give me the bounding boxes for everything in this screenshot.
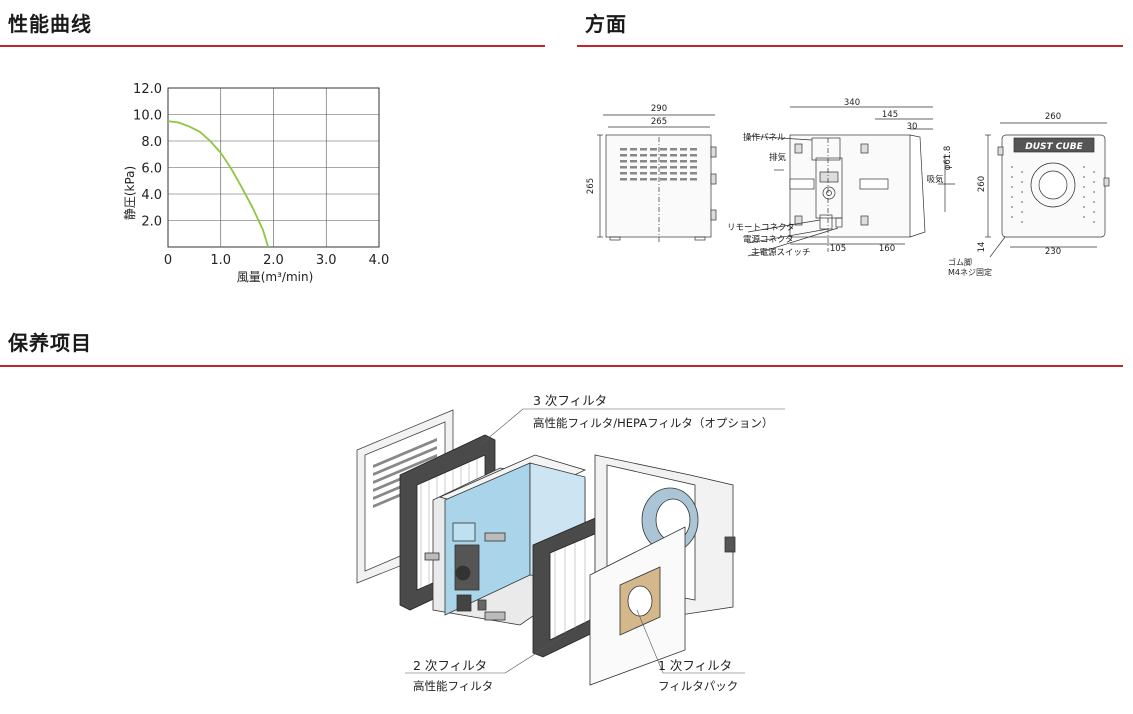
callout-first-sub: フィルタパック bbox=[658, 679, 738, 693]
callout-third-sub: 高性能フィルタ/HEPAフィルタ（オプション） bbox=[533, 416, 773, 430]
filter-exploded-view: 3 次フィルタ 高性能フィルタ/HEPAフィルタ（オプション） 2 次フィルタ … bbox=[356, 393, 785, 693]
chart-ytick-label: 8.0 bbox=[141, 135, 162, 150]
chart-ytick-label: 2.0 bbox=[141, 215, 162, 230]
performance-chart: 0 1.0 2.0 3.0 4.0 2.0 4.0 6.0 8.0 10.0 12.0 風量(m³/… bbox=[123, 82, 389, 284]
section-title-performance: 性能曲线 bbox=[8, 12, 92, 36]
dim-30: 30 bbox=[907, 122, 918, 132]
callout-third-title: 3 次フィルタ bbox=[533, 393, 607, 408]
chart-xtick-label: 4.0 bbox=[369, 253, 390, 268]
section-rule-performance bbox=[0, 45, 545, 47]
logo-dust-cube: DUST CUBE bbox=[1025, 142, 1083, 152]
callout-second-sub: 高性能フィルタ bbox=[413, 679, 493, 693]
dimension-drawing: 290 265 265 340 145 30 φ61.8 吸気 操作パネル bbox=[586, 98, 1110, 277]
dim-260-width: 260 bbox=[1045, 112, 1061, 122]
chart-xtick-label: 1.0 bbox=[210, 253, 231, 268]
label-power-conn: 電源コネクタ bbox=[743, 235, 794, 245]
chart-xlabel: 風量(m³/min) bbox=[237, 270, 314, 284]
dim-160: 160 bbox=[879, 244, 895, 254]
chart-ytick-label: 4.0 bbox=[141, 188, 162, 203]
section-rule-dimensions bbox=[577, 45, 1123, 47]
dim-145: 145 bbox=[882, 110, 898, 120]
chart-xtick-label: 0 bbox=[164, 253, 172, 268]
dim-290: 290 bbox=[651, 104, 667, 114]
chart-ytick-label: 6.0 bbox=[141, 162, 162, 177]
chart-xtick-label: 2.0 bbox=[263, 253, 284, 268]
callout-first-title: 1 次フィルタ bbox=[658, 658, 732, 673]
section-rule-maintenance bbox=[0, 365, 1123, 367]
dim-phi61: φ61.8 bbox=[943, 146, 953, 171]
label-intake: 吸気 bbox=[926, 174, 944, 185]
dim-105: 105 bbox=[830, 244, 846, 254]
dim-340: 340 bbox=[844, 98, 860, 108]
section-title-maintenance: 保养项目 bbox=[8, 331, 92, 355]
chart-ytick-label: 10.0 bbox=[133, 109, 162, 124]
chart-xtick-label: 3.0 bbox=[316, 253, 337, 268]
label-rubber-foot: ゴム脚 bbox=[948, 257, 972, 267]
label-exhaust: 排気 bbox=[769, 152, 787, 163]
chart-ytick-label: 12.0 bbox=[133, 82, 162, 97]
label-screw: M4ネジ固定 bbox=[948, 267, 992, 277]
dim-265-width: 265 bbox=[651, 117, 667, 127]
section-title-dimensions: 方面 bbox=[585, 12, 627, 36]
dim-14: 14 bbox=[977, 242, 987, 253]
label-panel: 操作パネル bbox=[743, 132, 786, 143]
dim-230: 230 bbox=[1045, 247, 1061, 257]
dim-265-height: 265 bbox=[586, 178, 596, 194]
callout-second-title: 2 次フィルタ bbox=[413, 658, 487, 673]
label-main-switch: 主電源スイッチ bbox=[751, 247, 811, 258]
chart-grid bbox=[167, 87, 380, 248]
dim-260-height: 260 bbox=[977, 176, 987, 192]
chart-ticks: 0 1.0 2.0 3.0 4.0 2.0 4.0 6.0 8.0 10.0 12.0 bbox=[133, 82, 389, 268]
label-remote: リモートコネクタ bbox=[727, 223, 795, 233]
chart-ylabel: 静圧(kPa) bbox=[123, 166, 137, 220]
chart-series-line bbox=[167, 120, 270, 248]
